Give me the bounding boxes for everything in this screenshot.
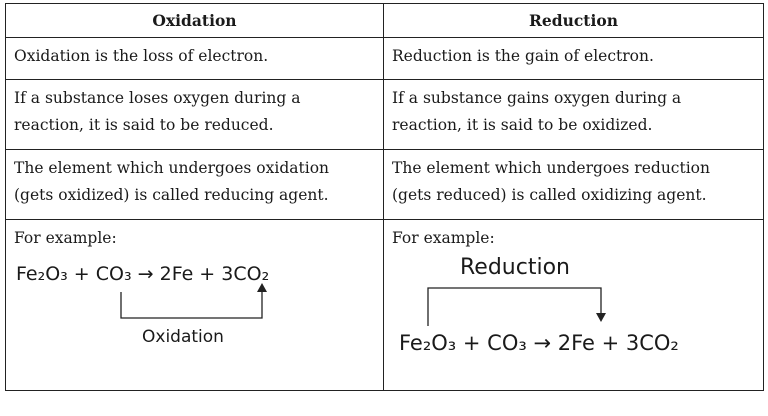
cell-oxidizing-agent: The element which undergoes reduction(ge…	[383, 149, 764, 220]
cell-reduction-example: For example: Reduction Fe₂O₃ + CO₃ → 2Fe…	[383, 219, 764, 391]
cell-reduction-definition: Reduction is the gain of electron.	[383, 37, 764, 80]
reduction-arrow-icon	[427, 287, 606, 326]
equation-left: Fe₂O₃ + CO₃ → 2Fe + 3CO₂	[16, 263, 270, 285]
oxidation-label: Oxidation	[142, 327, 224, 347]
header-row: Oxidation Reduction	[5, 3, 764, 38]
reduction-label: Reduction	[460, 255, 570, 280]
table-row: Oxidation is the loss of electron. Reduc…	[5, 37, 764, 80]
example-intro-right: For example:	[392, 229, 495, 247]
header-oxidation: Oxidation	[5, 3, 384, 38]
oxidation-arrow-icon	[120, 283, 267, 319]
cell-reducing-agent: The element which undergoes oxidation(ge…	[5, 149, 384, 220]
table-row: For example: Fe₂O₃ + CO₃ → 2Fe + 3CO₂ Ox…	[5, 219, 764, 391]
example-intro-left: For example:	[14, 229, 117, 247]
cell-oxidation-definition: Oxidation is the loss of electron.	[5, 37, 384, 80]
equation-right: Fe₂O₃ + CO₃ → 2Fe + 3CO₂	[399, 331, 679, 355]
header-reduction: Reduction	[383, 3, 764, 38]
comparison-table: Oxidation Reduction Oxidation is the los…	[5, 3, 764, 391]
table-row: The element which undergoes oxidation(ge…	[5, 149, 764, 220]
cell-oxidation-example: For example: Fe₂O₃ + CO₃ → 2Fe + 3CO₂ Ox…	[5, 219, 384, 391]
